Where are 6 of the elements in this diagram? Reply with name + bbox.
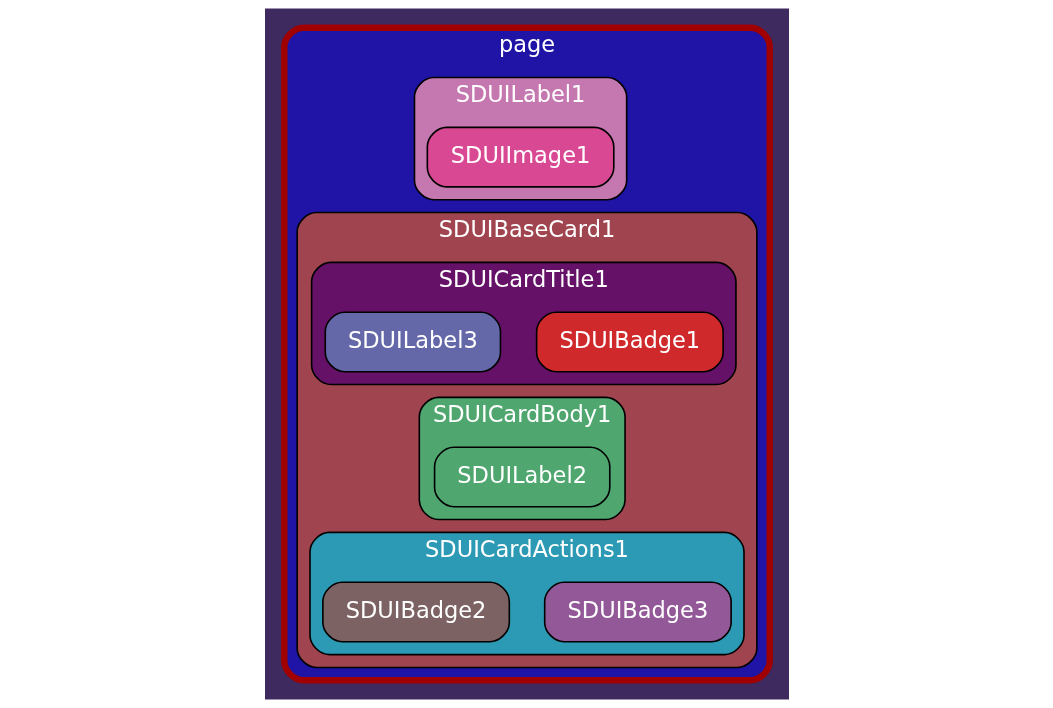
node-box: SDUIImage1 (426, 126, 615, 188)
node-box: SDUIBadge1 (535, 311, 724, 373)
node-box: SDUILabel2 (433, 446, 611, 508)
node-box: SDUIBadge2 (321, 581, 510, 643)
node-box: SDUILabel3 (323, 311, 501, 373)
node-box: SDUIBadge3 (543, 581, 732, 643)
